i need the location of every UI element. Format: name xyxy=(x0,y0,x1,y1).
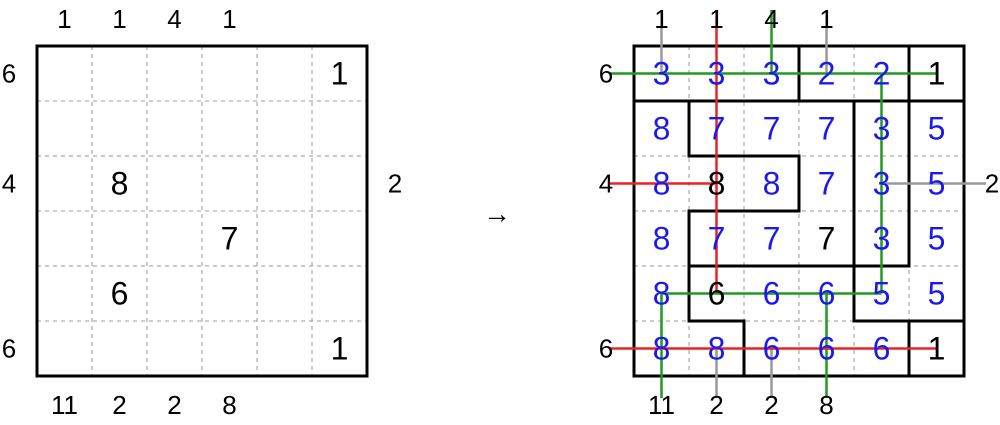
left-clue-bottom: 2 xyxy=(112,390,126,420)
left-clue-left: 6 xyxy=(2,334,16,364)
right-clue-left: 6 xyxy=(599,334,613,364)
left-clue-bottom: 8 xyxy=(222,390,236,420)
right-solved-number: 7 xyxy=(818,111,836,147)
right-solved-number: 8 xyxy=(653,166,671,202)
right-solved-number: 3 xyxy=(873,111,891,147)
left-clue-bottom: 2 xyxy=(167,390,181,420)
right-solved-number: 8 xyxy=(653,221,671,257)
right-given-number: 1 xyxy=(928,331,946,367)
right-solved-number: 5 xyxy=(928,166,946,202)
left-given-number: 1 xyxy=(331,331,349,367)
right-solved-number: 8 xyxy=(763,166,781,202)
right-given-number: 6 xyxy=(708,276,726,312)
right-solved-number: 3 xyxy=(763,56,781,92)
left-given-number: 6 xyxy=(111,276,129,312)
right-solved-number: 8 xyxy=(653,276,671,312)
right-clue-top: 4 xyxy=(764,4,778,34)
right-solved-number: 6 xyxy=(763,331,781,367)
right-given-number: 1 xyxy=(928,56,946,92)
right-solved-number: 6 xyxy=(763,276,781,312)
right-solved-number: 5 xyxy=(873,276,891,312)
right-clue-bottom: 2 xyxy=(709,390,723,420)
right-solved-number: 7 xyxy=(763,221,781,257)
right-solved-number: 5 xyxy=(928,276,946,312)
right-solved-number: 8 xyxy=(653,331,671,367)
right-solved-number: 8 xyxy=(653,111,671,147)
right-clue-top: 1 xyxy=(709,4,723,34)
right-grid-border xyxy=(632,44,966,378)
left-clue-right: 2 xyxy=(388,169,402,199)
right-given-number: 8 xyxy=(708,166,726,202)
right-solved-number: 6 xyxy=(873,331,891,367)
right-clue-top: 1 xyxy=(654,4,668,34)
left-clue-left: 4 xyxy=(2,169,16,199)
left-clue-top: 1 xyxy=(57,4,71,34)
right-clue-left: 4 xyxy=(599,169,613,199)
left-clue-bottom: 11 xyxy=(51,390,78,420)
left-given-number: 8 xyxy=(111,166,129,202)
right-clue-left: 6 xyxy=(599,59,613,89)
left-clue-top: 4 xyxy=(167,4,181,34)
right-solved-number: 2 xyxy=(873,56,891,92)
right-solved-number: 3 xyxy=(653,56,671,92)
right-solved-number: 6 xyxy=(818,331,836,367)
right-solved-number: 3 xyxy=(708,56,726,92)
left-given-number: 1 xyxy=(331,56,349,92)
right-clue-bottom: 2 xyxy=(764,390,778,420)
right-clue-top: 1 xyxy=(819,4,833,34)
transition-arrow: → xyxy=(483,198,511,229)
right-solved-number: 7 xyxy=(818,166,836,202)
right-given-number: 7 xyxy=(818,221,836,257)
right-solved-number: 6 xyxy=(818,276,836,312)
right-clue-bottom: 8 xyxy=(819,390,833,420)
right-solved-number: 3 xyxy=(873,166,891,202)
right-solved-number: 5 xyxy=(928,111,946,147)
right-clue-right: 2 xyxy=(985,169,999,199)
right-solved-number: 7 xyxy=(708,111,726,147)
right-solved-number: 5 xyxy=(928,221,946,257)
right-solved-number: 7 xyxy=(763,111,781,147)
right-solved-number: 8 xyxy=(708,331,726,367)
left-clue-top: 1 xyxy=(222,4,236,34)
right-clue-bottom: 11 xyxy=(648,390,675,420)
right-solved-number: 2 xyxy=(818,56,836,92)
left-clue-top: 1 xyxy=(112,4,126,34)
right-solved-number: 3 xyxy=(873,221,891,257)
left-grid-border xyxy=(35,44,369,378)
left-given-number: 7 xyxy=(221,221,239,257)
right-solved-number: 7 xyxy=(708,221,726,257)
left-clue-left: 6 xyxy=(2,59,16,89)
